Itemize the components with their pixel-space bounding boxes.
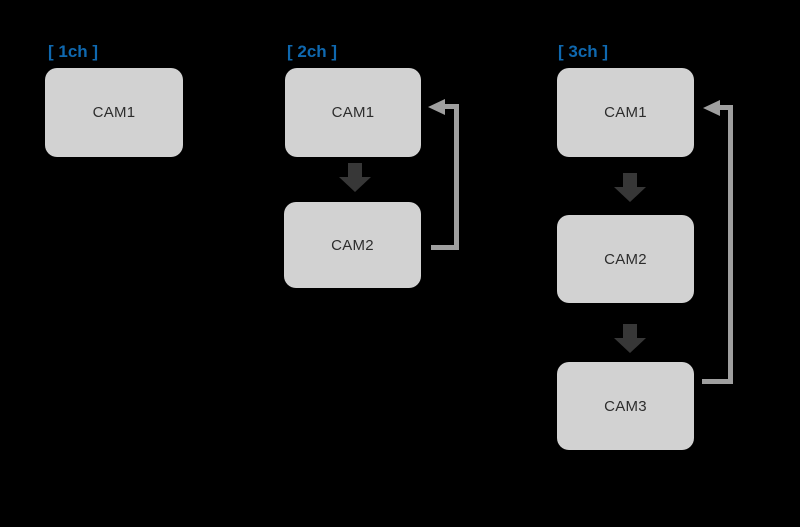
loop-arrowhead-icon-2ch <box>428 99 445 115</box>
cam2-label-3ch: CAM2 <box>604 250 647 268</box>
loop-arrowhead-icon-3ch <box>703 100 720 116</box>
cam1-label-1ch: CAM1 <box>92 104 136 121</box>
cam1-box-3ch: CAM1 <box>557 68 694 157</box>
loop-line-bottom-3ch <box>702 379 733 384</box>
cam3-label-3ch: CAM3 <box>604 397 647 415</box>
cam1-label-2ch: CAM1 <box>331 104 375 121</box>
channel-label-3ch: [ 3ch ] <box>558 42 609 61</box>
loop-line-bottom-2ch <box>431 245 459 250</box>
cam1-box-1ch: CAM1 <box>45 68 183 157</box>
channel-label-2ch: [ 2ch ] <box>287 42 338 61</box>
cam2-box-2ch: CAM2 <box>284 202 421 288</box>
cam3-box-3ch: CAM3 <box>557 362 694 450</box>
loop-line-vertical-2ch <box>454 104 459 250</box>
cam1-box-2ch: CAM1 <box>285 68 421 157</box>
loop-line-top-2ch <box>444 104 459 109</box>
cam2-label-2ch: CAM2 <box>331 236 374 254</box>
cam1-label-3ch: CAM1 <box>604 104 647 121</box>
loop-line-vertical-3ch <box>728 105 733 384</box>
down-arrow-icon <box>614 173 646 202</box>
cam2-box-3ch: CAM2 <box>557 215 694 303</box>
down-arrow-icon <box>614 324 646 353</box>
down-arrow-icon <box>339 163 371 192</box>
loop-line-top-3ch <box>719 105 733 110</box>
channel-label-1ch: [ 1ch ] <box>48 42 99 61</box>
